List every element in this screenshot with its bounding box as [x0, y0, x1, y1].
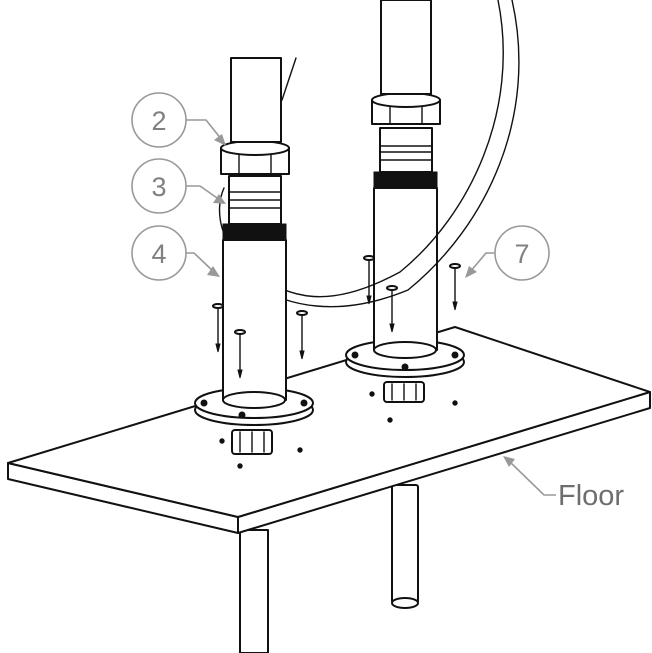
rear-seal-ring — [373, 171, 438, 189]
callout-circle — [131, 92, 187, 148]
callout-number: 3 — [151, 172, 166, 202]
screw — [386, 285, 398, 333]
screw — [296, 310, 308, 360]
rear-sleeve — [373, 187, 438, 351]
floor-label: Floor — [558, 480, 624, 512]
front-seal-ring — [222, 223, 287, 241]
callout-number: 2 — [151, 106, 166, 136]
front-leg — [239, 529, 269, 653]
rear-sleeve-base — [373, 341, 437, 359]
front-pipe — [230, 57, 282, 143]
floor-legs — [239, 484, 419, 653]
screw — [363, 255, 375, 305]
pipe-wire — [281, 57, 297, 101]
rear-leg — [391, 484, 419, 604]
flange-hole — [401, 363, 409, 371]
rear-fitting-body — [379, 127, 433, 173]
hole — [369, 391, 375, 397]
screw — [234, 329, 246, 379]
rear-pipe — [380, 0, 432, 95]
callout-3: 3 — [131, 158, 226, 214]
hole — [452, 400, 458, 406]
flange-hole — [351, 351, 359, 359]
callout-circle — [131, 158, 187, 214]
front-sleeve-base — [222, 391, 286, 409]
cable-inner — [247, 0, 520, 308]
callout-circle — [131, 225, 187, 281]
callout-number: 4 — [151, 239, 166, 269]
screw — [449, 263, 461, 311]
rear-nut-top — [371, 92, 441, 108]
floor-top-face — [7, 326, 651, 518]
flange-hole — [451, 351, 459, 359]
callout-7: 7 — [465, 225, 550, 281]
hole — [219, 438, 225, 444]
rear-leg-foot — [391, 597, 419, 609]
callout-circle — [494, 225, 550, 281]
flange-hole — [300, 399, 308, 407]
front-sleeve — [222, 239, 287, 401]
callout-2: 2 — [131, 92, 226, 148]
fixing-screws — [212, 255, 461, 379]
screw — [212, 303, 224, 353]
hole — [237, 463, 243, 469]
hole — [297, 447, 303, 453]
flange-hole — [200, 399, 208, 407]
callout-4: 4 — [131, 225, 220, 281]
floor-callout: Floor — [503, 456, 624, 512]
flange-hole — [238, 411, 246, 419]
hole — [387, 417, 393, 423]
floor-holes — [219, 391, 458, 469]
front-column — [194, 57, 314, 455]
front-nut-top — [220, 140, 290, 156]
rear-column — [345, 0, 465, 403]
floor-slab — [7, 326, 651, 534]
callout-number: 7 — [514, 239, 529, 269]
